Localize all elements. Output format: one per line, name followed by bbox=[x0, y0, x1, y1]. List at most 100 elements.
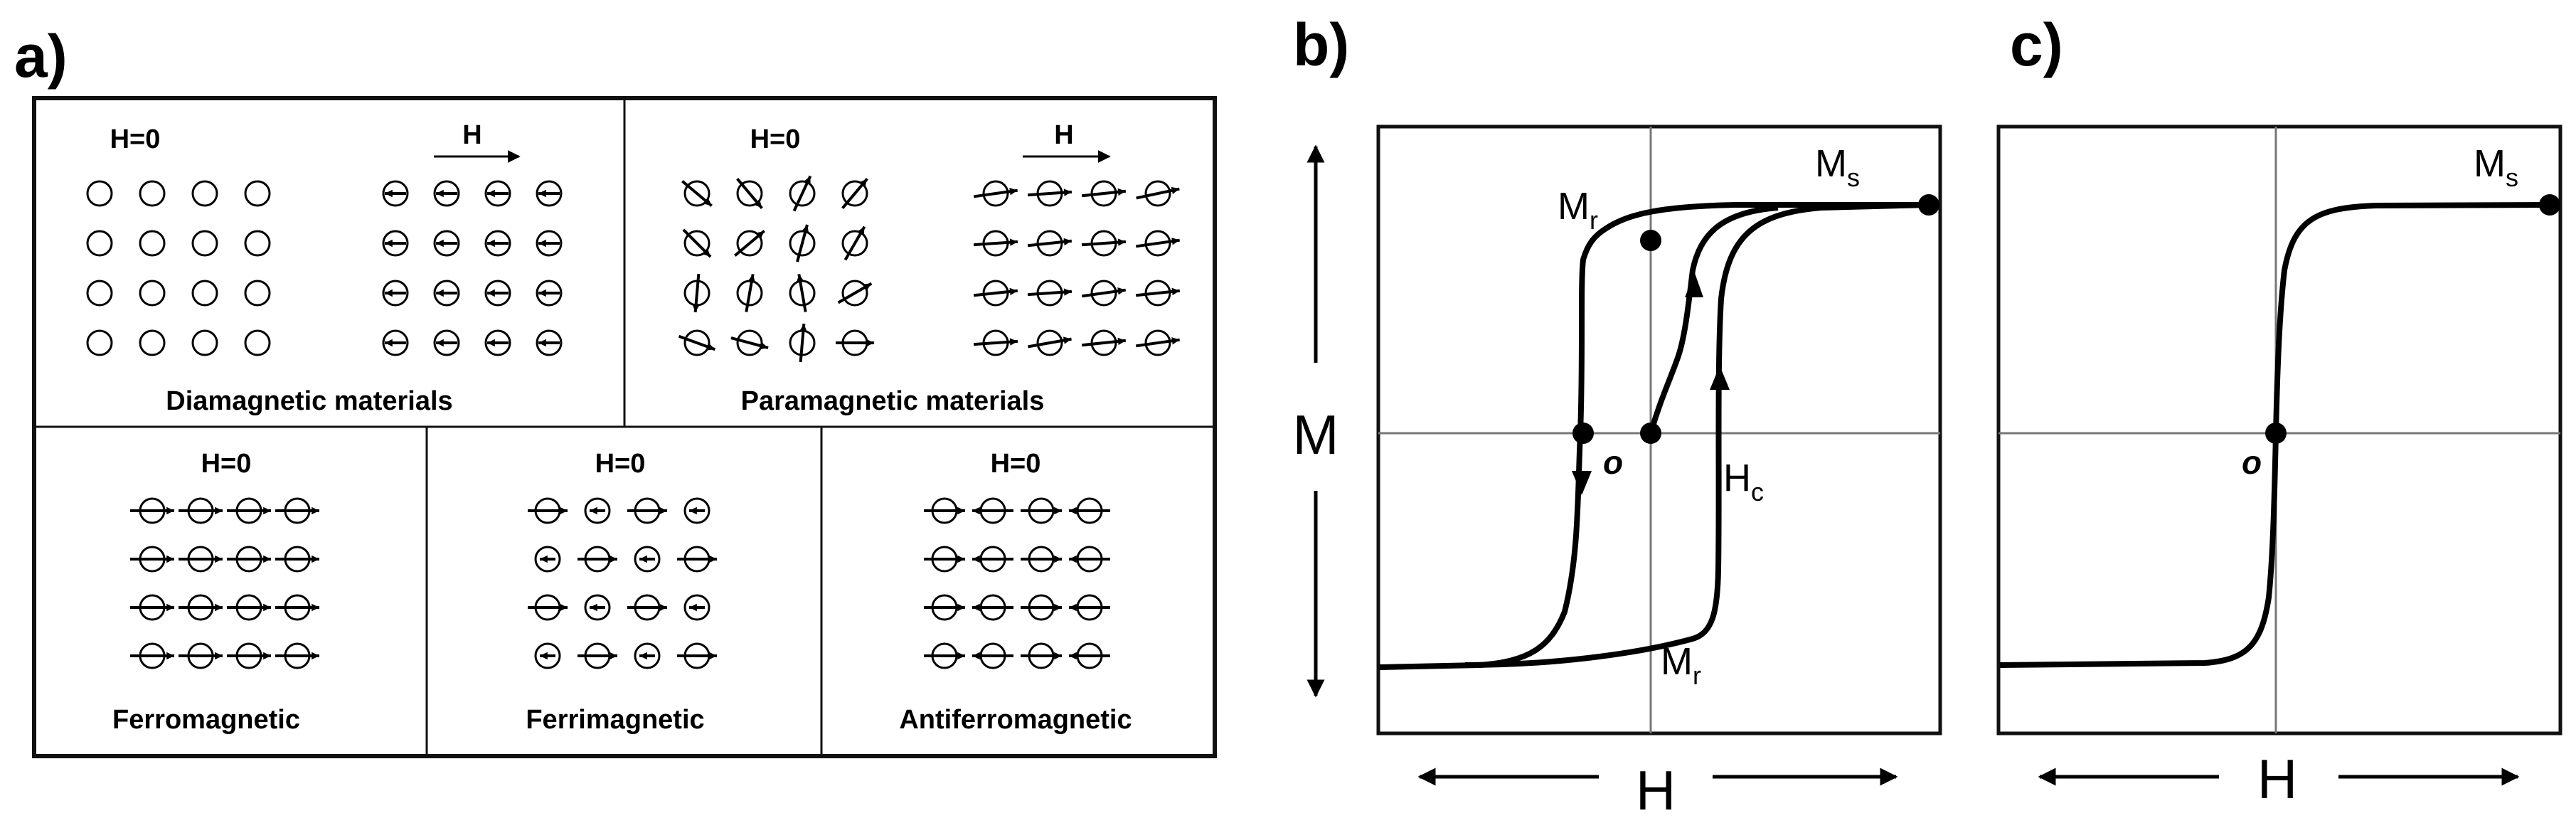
label-hc: Hc bbox=[1723, 457, 1764, 506]
dipole bbox=[1069, 497, 1110, 524]
panel-c-plot: o Ms H bbox=[1996, 124, 2562, 810]
dipole bbox=[972, 594, 1013, 621]
dipole bbox=[86, 180, 113, 207]
dipole bbox=[139, 180, 166, 207]
anti-dipoles bbox=[924, 497, 1110, 669]
dipole bbox=[681, 180, 713, 207]
dipole bbox=[433, 280, 460, 307]
dipole bbox=[130, 642, 174, 669]
dipole bbox=[179, 642, 223, 669]
dipole bbox=[139, 329, 166, 356]
dipole bbox=[191, 230, 218, 257]
dipole bbox=[227, 642, 271, 669]
dipole bbox=[682, 228, 712, 258]
dipole bbox=[1136, 230, 1180, 257]
panel-c-label: c) bbox=[2010, 11, 2063, 78]
panel-b-plot: o Mr Ms Hc Mr M H bbox=[1293, 124, 1942, 822]
dipole bbox=[789, 224, 816, 262]
ferro-dipoles bbox=[130, 497, 319, 669]
label-ms-b: Ms bbox=[1815, 142, 1860, 192]
label-ms-c: Ms bbox=[2474, 142, 2518, 192]
hysteresis-loop-descending bbox=[1379, 202, 1929, 670]
dipole bbox=[382, 180, 409, 207]
cell-diamagnetic: H=0 H Diamagnetic materials bbox=[86, 120, 563, 416]
dipole bbox=[484, 280, 511, 307]
dipole bbox=[924, 546, 965, 573]
dipole bbox=[924, 497, 965, 524]
dipole bbox=[1069, 546, 1110, 573]
dia-h0-dipoles bbox=[86, 180, 271, 356]
dipole bbox=[191, 180, 218, 207]
dipole bbox=[227, 594, 271, 621]
dipole bbox=[1081, 329, 1127, 356]
anti-h0-label: H=0 bbox=[991, 449, 1041, 479]
dipole bbox=[924, 594, 965, 621]
dipole bbox=[275, 642, 319, 669]
dipole bbox=[1082, 280, 1126, 307]
dipole bbox=[275, 546, 319, 573]
dipole bbox=[1021, 594, 1062, 621]
panel-b-y-label: M bbox=[1293, 403, 1339, 466]
dipole bbox=[227, 497, 271, 524]
dia-h-label: H bbox=[462, 120, 481, 150]
dipole bbox=[1028, 329, 1072, 356]
dipole bbox=[484, 180, 511, 207]
point-ms bbox=[1918, 194, 1939, 216]
point-hc bbox=[1572, 423, 1594, 444]
dipole bbox=[86, 230, 113, 257]
panel-a-frame bbox=[32, 96, 1217, 758]
panel-c-x-label: H bbox=[2257, 748, 2297, 810]
ferri-h0-label: H=0 bbox=[595, 449, 646, 479]
arrow-descending bbox=[1572, 471, 1592, 495]
dipole bbox=[973, 230, 1018, 257]
dipole bbox=[1135, 280, 1181, 307]
arrow-ascending bbox=[1710, 366, 1730, 390]
dipole bbox=[972, 642, 1013, 669]
panel-b-label: b) bbox=[1293, 11, 1349, 78]
dipole bbox=[536, 230, 563, 257]
dipole bbox=[972, 546, 1013, 573]
initial-magnetization-curve bbox=[1648, 205, 1779, 435]
cell-antiferromagnetic: H=0 Antiferromagnetic bbox=[899, 449, 1132, 735]
dipole bbox=[584, 594, 611, 621]
dipole bbox=[1021, 497, 1062, 524]
dipole bbox=[1069, 642, 1110, 669]
dipole bbox=[433, 230, 460, 257]
dipole bbox=[382, 280, 409, 307]
dipole bbox=[244, 329, 271, 356]
dipole bbox=[382, 329, 409, 356]
dipole bbox=[1081, 180, 1127, 207]
dipole bbox=[484, 329, 511, 356]
panel-c-origin: o bbox=[2242, 444, 2262, 481]
dipole bbox=[86, 280, 113, 307]
dipole bbox=[484, 230, 511, 257]
dipole bbox=[974, 180, 1018, 207]
dia-h0-label: H=0 bbox=[110, 124, 161, 154]
label-mr-top: Mr bbox=[1558, 185, 1598, 235]
dipole bbox=[734, 230, 765, 257]
dia-h-dipoles bbox=[382, 180, 563, 356]
panel-c-frame bbox=[1996, 124, 2562, 736]
para-title: Paramagnetic materials bbox=[741, 386, 1045, 416]
dipole bbox=[789, 175, 816, 212]
dipole bbox=[677, 642, 717, 669]
dipole bbox=[841, 178, 868, 209]
dipole bbox=[677, 546, 717, 573]
dipole bbox=[841, 225, 868, 261]
dipole bbox=[736, 274, 763, 312]
dipole bbox=[584, 497, 611, 524]
dipole bbox=[789, 323, 816, 363]
dipole bbox=[736, 178, 763, 209]
dia-title: Diamagnetic materials bbox=[166, 386, 452, 416]
point-ms-c bbox=[2539, 194, 2560, 216]
dipole bbox=[139, 280, 166, 307]
dipole bbox=[1027, 280, 1073, 307]
point-origin bbox=[1640, 423, 1661, 444]
dipole bbox=[634, 546, 661, 573]
dipole bbox=[578, 546, 617, 573]
dipole bbox=[1021, 546, 1062, 573]
dipole bbox=[534, 642, 561, 669]
dipole bbox=[1027, 180, 1073, 207]
dipole bbox=[627, 497, 667, 524]
